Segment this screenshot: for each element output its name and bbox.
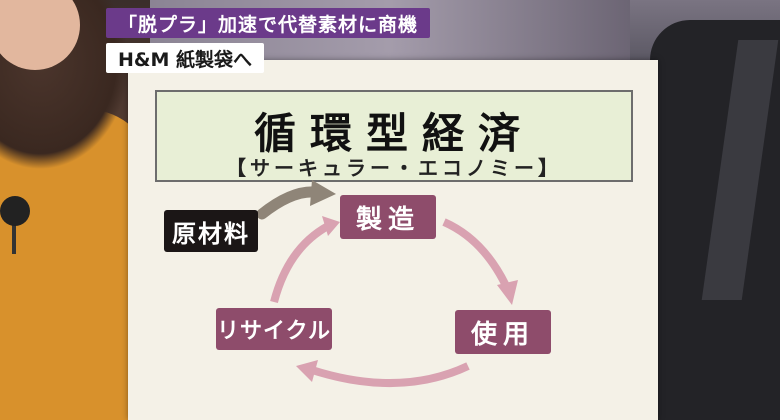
arrow-make-to-use-head	[497, 280, 518, 305]
board-title-box: 循環型経済 【サーキュラー・エコノミー】	[155, 90, 633, 182]
input-arrow-head	[310, 180, 336, 206]
arrow-recycle-to-make-head	[322, 216, 340, 236]
arrow-recycle-to-make	[270, 222, 331, 304]
node-raw-material: 原材料	[164, 210, 258, 252]
node-manufacturing: 製造	[340, 195, 436, 239]
news-headline-bar: 「脱プラ」加速で代替素材に商機	[106, 8, 431, 38]
lapel-mic-icon	[0, 196, 30, 226]
lapel-mic-cable	[12, 214, 16, 254]
node-use: 使用	[455, 310, 551, 354]
arrow-use-to-recycle	[310, 362, 470, 388]
board-subtitle: 【サーキュラー・エコノミー】	[226, 156, 562, 180]
node-recycle: リサイクル	[216, 308, 332, 350]
arrow-make-to-use	[442, 218, 512, 292]
board-title: 循環型経済	[253, 109, 534, 158]
arrow-use-to-recycle-head	[296, 360, 318, 382]
news-subheadline-bar: H&M 紙製袋へ	[106, 43, 264, 73]
input-arrow	[256, 186, 322, 220]
